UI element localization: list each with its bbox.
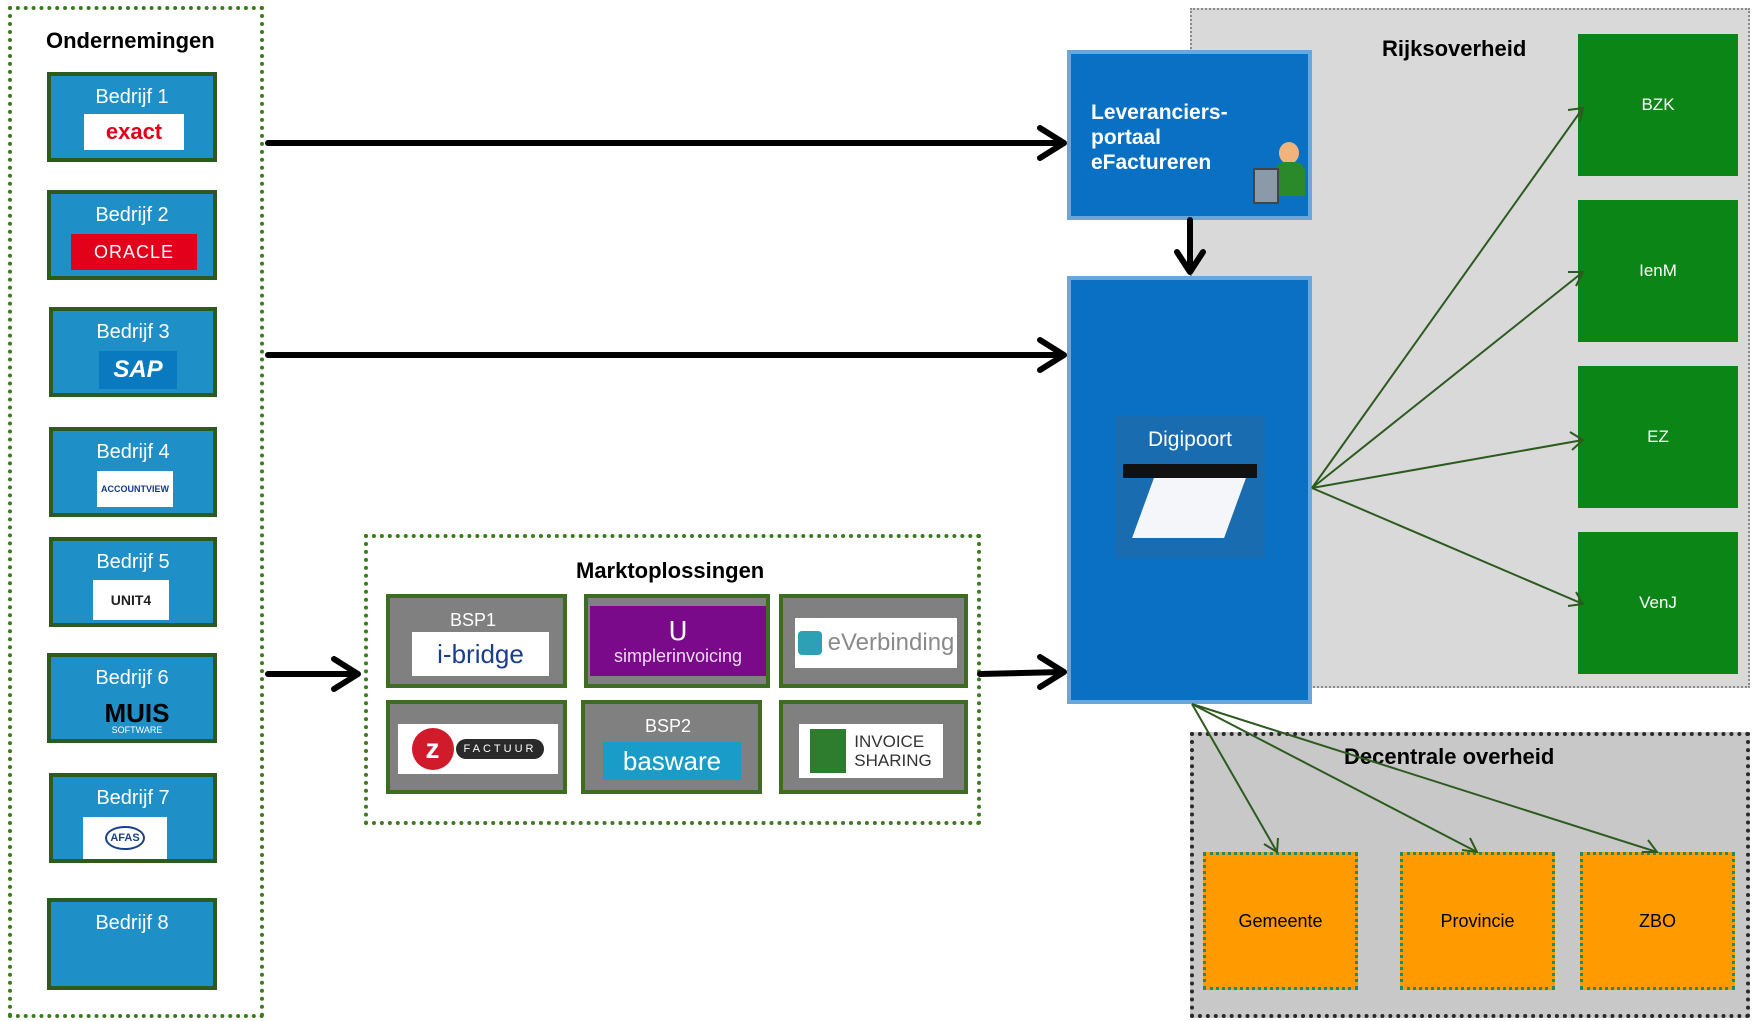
company-label: Bedrijf 6 bbox=[95, 667, 169, 689]
arrow-digipoort-zbo bbox=[1191, 703, 1658, 853]
company-7[interactable]: Bedrijf 7 AFAS bbox=[49, 773, 217, 863]
digipoort-label: Digipoort bbox=[1147, 428, 1233, 451]
unit4-logo: UNIT4 bbox=[93, 580, 169, 620]
company-label: Bedrijf 3 bbox=[96, 321, 170, 343]
portaal-label: Leveranciers- portaal eFactureren bbox=[1091, 101, 1228, 174]
arrow-digipoort-bzk bbox=[1311, 107, 1584, 489]
provider-zfactuur[interactable]: z FACTUUR bbox=[386, 700, 567, 794]
company-label: Bedrijf 5 bbox=[96, 551, 170, 573]
ministry-bzk[interactable]: BZK bbox=[1578, 34, 1738, 176]
bsp2-tag: BSP2 bbox=[645, 716, 692, 736]
digipoort[interactable]: Digipoort bbox=[1067, 276, 1312, 704]
provider-simplerinvoicing[interactable]: ᑌ simplerinvoicing bbox=[584, 594, 770, 688]
company-label: Bedrijf 1 bbox=[95, 86, 169, 108]
provider-invoicesharing[interactable]: INVOICE SHARING bbox=[779, 700, 968, 794]
company-label: Bedrijf 4 bbox=[96, 441, 170, 463]
company-3[interactable]: Bedrijf 3 SAP bbox=[49, 307, 217, 397]
ondernemingen-title: Ondernemingen bbox=[46, 28, 215, 53]
decentrale-title: Decentrale overheid bbox=[1344, 744, 1555, 769]
provider-basware[interactable]: BSP2 basware bbox=[581, 700, 762, 794]
company-2[interactable]: Bedrijf 2 ORACLE bbox=[47, 190, 217, 280]
bsp1-tag: BSP1 bbox=[450, 610, 497, 630]
invoicesharing-logo: INVOICE SHARING bbox=[799, 724, 943, 778]
entity-gemeente[interactable]: Gemeente bbox=[1203, 852, 1358, 990]
entity-zbo[interactable]: ZBO bbox=[1580, 852, 1735, 990]
basware-logo: basware bbox=[603, 742, 741, 780]
provider-ibridge[interactable]: BSP1 i-bridge bbox=[386, 594, 567, 688]
exact-logo: exact bbox=[84, 114, 184, 150]
everbinding-icon bbox=[797, 631, 822, 655]
arrow-digipoort-ez bbox=[1311, 439, 1584, 489]
arrow-digipoort-gemeente bbox=[1191, 703, 1278, 853]
invoicesharing-text: INVOICE SHARING bbox=[854, 732, 932, 770]
digipoort-logo: Digipoort bbox=[1115, 416, 1265, 558]
simplerinvoicing-mark: ᑌ bbox=[668, 615, 688, 646]
entity-provincie[interactable]: Provincie bbox=[1400, 852, 1555, 990]
arrow-digipoort-venj bbox=[1311, 487, 1584, 605]
company-label: Bedrijf 2 bbox=[95, 204, 169, 226]
everbinding-logo: eVerbinding bbox=[795, 618, 957, 668]
company-label: Bedrijf 7 bbox=[96, 787, 170, 809]
company-label: Bedrijf 8 bbox=[95, 912, 169, 934]
user-at-computer-icon bbox=[1253, 142, 1309, 212]
accountview-logo: ACCOUNTVIEW bbox=[97, 471, 173, 507]
muis-logo: MUIS SOFTWARE bbox=[82, 699, 192, 737]
rijksoverheid-title: Rijksoverheid bbox=[1382, 36, 1527, 61]
ibridge-logo: i-bridge bbox=[412, 632, 549, 676]
sap-logo: SAP bbox=[99, 351, 177, 389]
afas-logo: AFAS bbox=[83, 817, 167, 859]
oracle-logo: ORACLE bbox=[71, 234, 197, 270]
ministry-ienm[interactable]: IenM bbox=[1578, 200, 1738, 342]
company-4[interactable]: Bedrijf 4 ACCOUNTVIEW bbox=[49, 427, 217, 517]
z-icon: z bbox=[411, 728, 454, 770]
provider-everbinding[interactable]: eVerbinding bbox=[779, 594, 968, 688]
company-5[interactable]: Bedrijf 5 UNIT4 bbox=[49, 537, 217, 627]
invoicesharing-icon bbox=[810, 729, 847, 773]
ministry-ez[interactable]: EZ bbox=[1578, 366, 1738, 508]
arrow-digipoort-provincie bbox=[1191, 703, 1478, 853]
company-8[interactable]: Bedrijf 8 bbox=[47, 898, 217, 990]
company-6[interactable]: Bedrijf 6 MUIS SOFTWARE bbox=[47, 653, 217, 743]
ministry-venj[interactable]: VenJ bbox=[1578, 532, 1738, 674]
arrow-digipoort-ienm bbox=[1311, 271, 1584, 489]
arrow-markt-digipoort bbox=[977, 669, 1065, 677]
zfactuur-logo: z FACTUUR bbox=[398, 724, 558, 774]
simplerinvoicing-logo: ᑌ simplerinvoicing bbox=[590, 606, 766, 676]
company-1[interactable]: Bedrijf 1 exact bbox=[47, 72, 217, 162]
marktoplossingen-title: Marktoplossingen bbox=[576, 558, 765, 583]
digipoort-slot bbox=[1123, 464, 1257, 478]
